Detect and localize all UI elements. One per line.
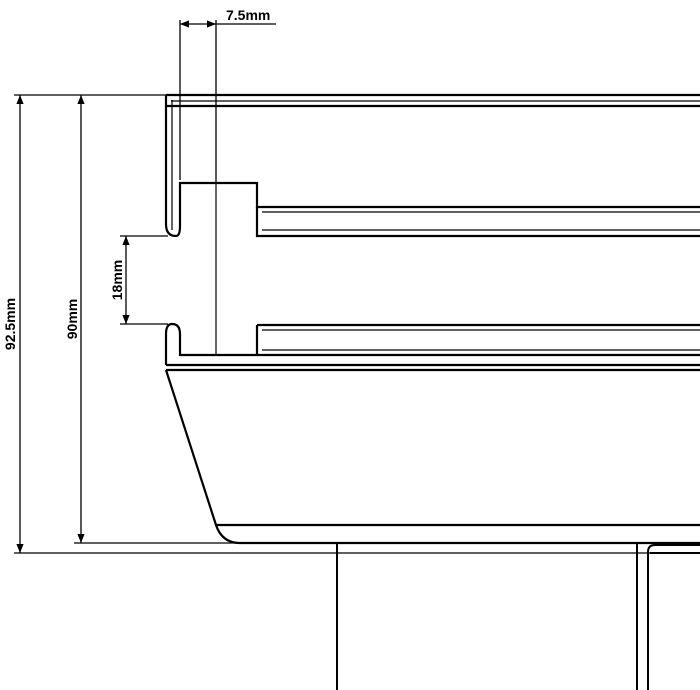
dimension-label-top-width: 7.5mm — [226, 7, 270, 23]
dimension-label-inner-height: 90mm — [64, 299, 80, 339]
support-posts — [336, 543, 700, 690]
dimension-label-slot-height: 18mm — [109, 260, 125, 300]
profile-outline — [164, 93, 700, 545]
profile-inner-lines — [171, 100, 700, 355]
dimension-label-overall-height: 92.5mm — [2, 298, 18, 350]
dimension-lines — [14, 20, 700, 554]
